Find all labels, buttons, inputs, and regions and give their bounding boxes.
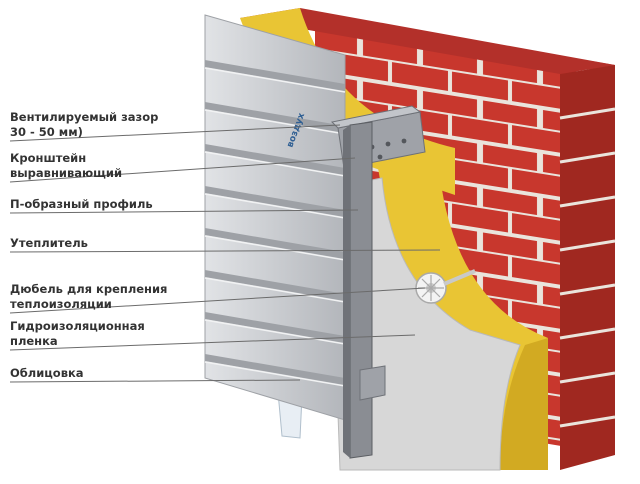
label-bracket-line: Кронштейн [10, 151, 87, 165]
panel-groove [205, 354, 345, 385]
label-insulation: Утеплитель [10, 236, 88, 251]
panel-highlight [204, 67, 346, 93]
panel-highlight [204, 361, 346, 387]
panel-groove [205, 312, 345, 343]
panel-groove [205, 144, 345, 175]
cladding-panels [204, 14, 346, 421]
leader-membrane [9, 334, 416, 351]
panel-groove [205, 270, 345, 301]
brick-wall-side [560, 65, 615, 470]
panel-highlight [204, 277, 346, 303]
leader-insulation [9, 249, 441, 253]
label-insulation-line: Утеплитель [10, 236, 88, 250]
panel-highlight [204, 319, 346, 345]
lower-bracket [359, 365, 386, 401]
leader-vent-gap [9, 124, 341, 142]
u-profile [349, 121, 373, 459]
insulation-edge [500, 338, 548, 470]
label-profile-line: П-образный профиль [10, 197, 153, 211]
label-vent-gap-line: Вентилируемый зазор [10, 110, 159, 124]
panel-groove [205, 228, 345, 259]
leader-profile [9, 209, 359, 214]
bracket-top [330, 105, 422, 129]
label-vent-gap-line: 30 - 50 мм) [10, 125, 83, 139]
panel-highlight [204, 193, 346, 219]
panel-groove [205, 102, 345, 133]
leader-lines [9, 124, 441, 383]
label-bracket-line: выравнивающий [10, 166, 122, 180]
label-membrane-line: Гидроизоляционная [10, 319, 145, 333]
label-dowel-line: теплоизоляции [10, 297, 112, 311]
panel-grooves [204, 60, 346, 387]
label-cladding: Облицовка [10, 366, 84, 381]
label-dowel-line: Дюбель для крепления [10, 282, 168, 296]
label-membrane-line: пленка [10, 334, 58, 348]
panel-groove [205, 186, 345, 217]
label-profile: П-образный профиль [10, 197, 153, 212]
panel-highlight [204, 235, 346, 261]
leader-dowel [9, 287, 426, 314]
leader-bracket [9, 157, 356, 183]
bracket-system [330, 105, 426, 459]
panel-highlight [204, 109, 346, 135]
dowel [415, 269, 476, 304]
label-cladding-line: Облицовка [10, 366, 84, 380]
panel-groove [205, 60, 345, 91]
brick-wall-top [240, 8, 615, 74]
leader-cladding [9, 379, 301, 383]
u-profile-side [343, 125, 350, 458]
